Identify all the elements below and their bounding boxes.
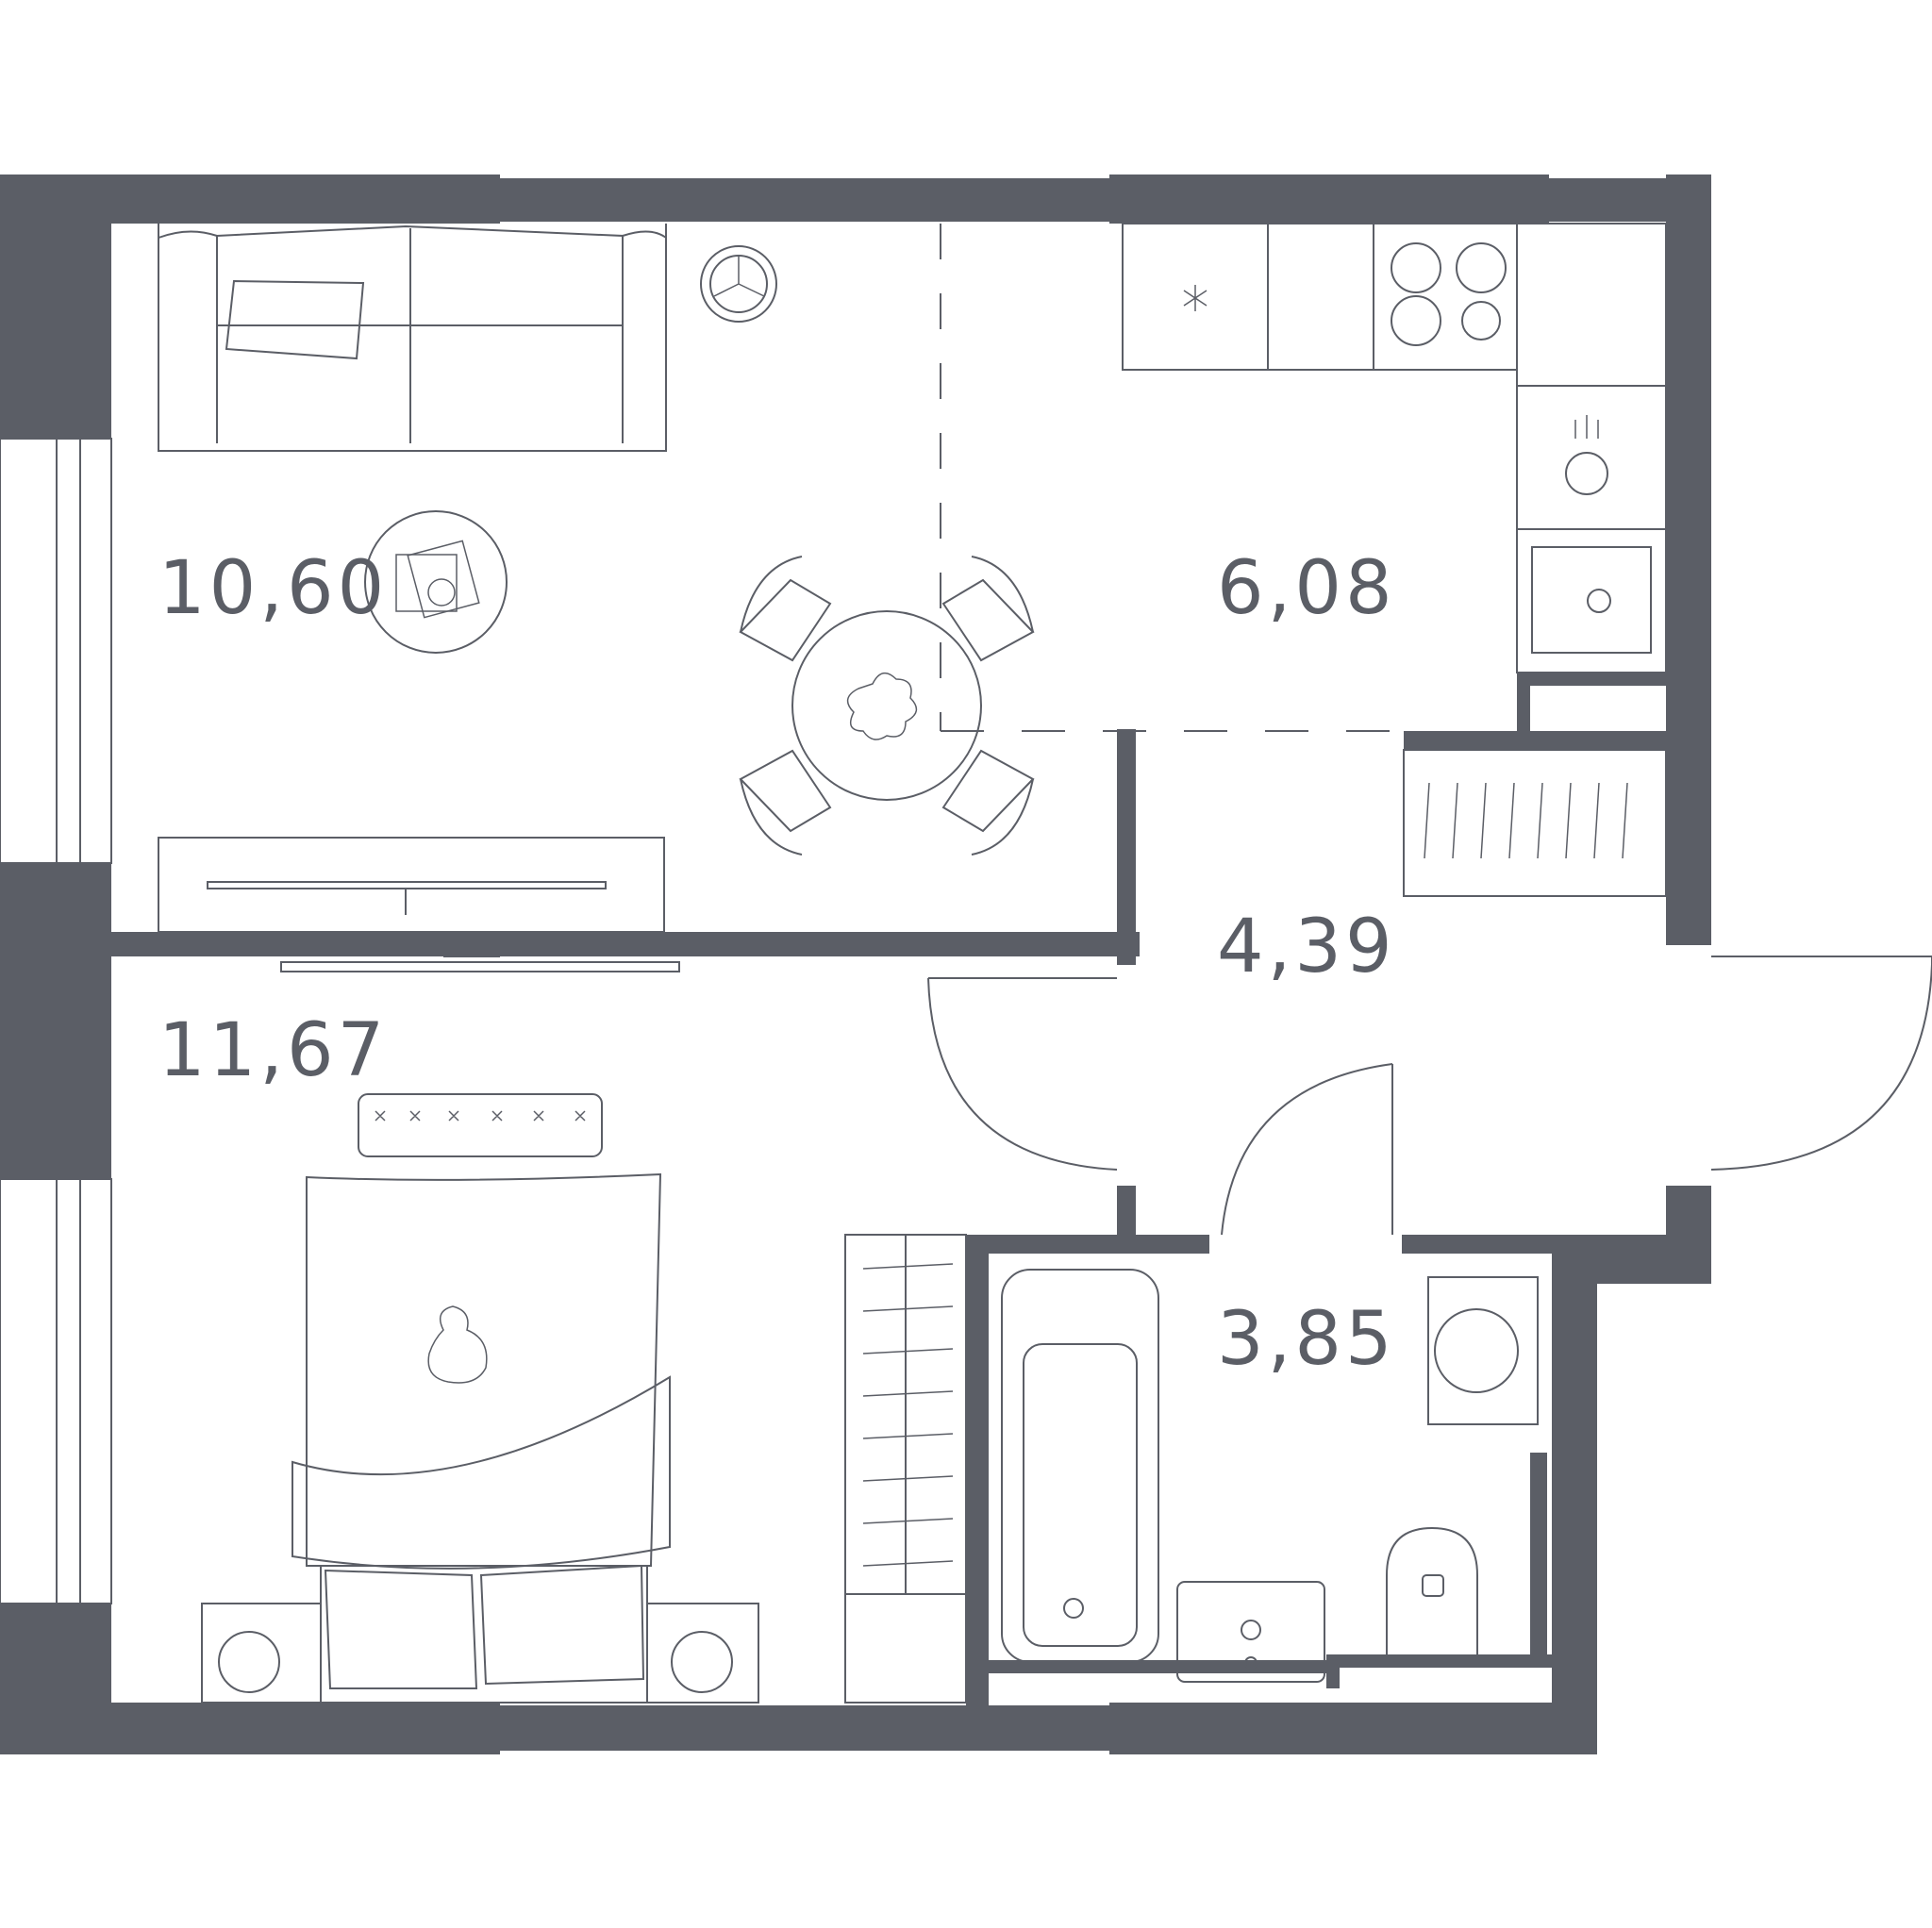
- floor-lamp: [700, 245, 777, 323]
- area-label-living-room: 10,60: [158, 546, 388, 631]
- area-label-bathroom: 3,85: [1217, 1297, 1396, 1382]
- sink: [1176, 1581, 1325, 1683]
- washing-machine: [1427, 1276, 1539, 1425]
- kitchen-counter: [1122, 223, 1667, 673]
- bathtub: [1001, 1269, 1159, 1663]
- area-label-hallway: 4,39: [1217, 905, 1396, 989]
- sofa: [158, 224, 667, 452]
- wardrobe-hall: [1403, 749, 1667, 897]
- wardrobe-bedroom: [844, 1234, 967, 1704]
- zone-boundaries: [940, 224, 1404, 732]
- doors: [927, 956, 1932, 1236]
- area-label-kitchen: 6,08: [1217, 546, 1396, 631]
- tv-stand-living: [158, 837, 665, 933]
- windows: [0, 438, 112, 1604]
- bed: [201, 1093, 759, 1704]
- toilet: [1386, 1526, 1478, 1661]
- coffee-table: [364, 510, 508, 654]
- area-label-bedroom: 11,67: [158, 1008, 388, 1093]
- dining-set: [739, 556, 1035, 856]
- area-labels: 10,60 6,08 4,39 11,67 3,85: [158, 546, 1396, 1382]
- tv-stand-bedroom: [280, 956, 680, 972]
- walls: [0, 175, 1711, 1754]
